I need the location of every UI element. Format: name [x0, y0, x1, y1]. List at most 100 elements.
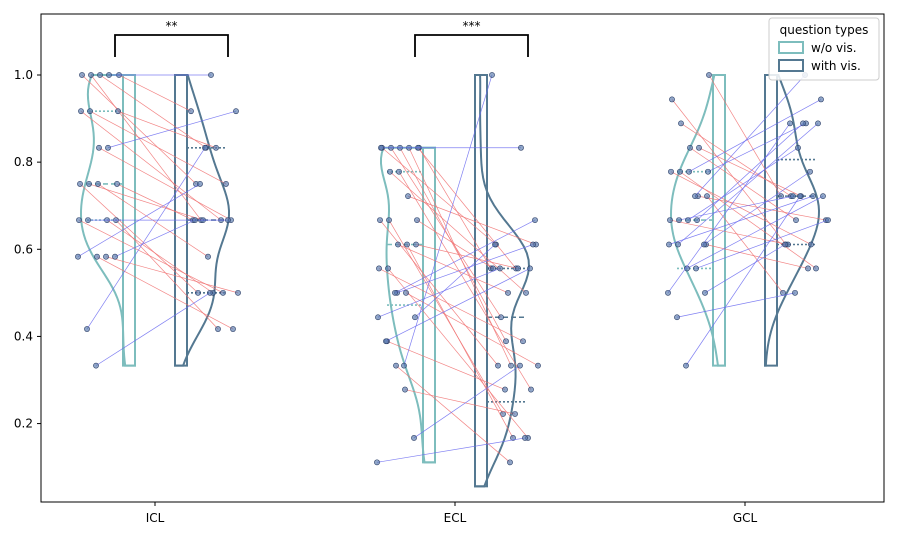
data-point-with-vis	[532, 217, 538, 223]
data-point-with-vis	[507, 459, 513, 466]
data-point-wo-vis	[674, 314, 680, 321]
paired-line	[81, 74, 197, 185]
paired-line	[398, 171, 532, 390]
paired-line	[395, 365, 511, 463]
data-point-wo-vis	[105, 144, 111, 151]
data-point-with-vis	[505, 289, 511, 296]
paired-line	[685, 195, 801, 366]
data-point-wo-vis	[387, 168, 393, 175]
data-point-with-vis	[235, 289, 241, 296]
data-point-wo-vis	[692, 193, 698, 200]
data-point-with-vis	[495, 362, 501, 369]
data-point-with-vis	[498, 314, 504, 321]
paired-line	[669, 219, 789, 245]
data-point-with-vis	[815, 120, 821, 127]
paired-line	[116, 183, 194, 221]
paired-line	[99, 74, 207, 149]
paired-line	[407, 195, 537, 245]
data-point-with-vis	[530, 241, 536, 248]
paired-line	[667, 123, 791, 294]
paired-line	[377, 268, 501, 318]
data-point-wo-vis	[701, 241, 707, 248]
data-point-wo-vis	[687, 144, 693, 151]
paired-line	[406, 244, 514, 439]
data-point-wo-vis	[685, 217, 691, 223]
data-point-with-vis	[793, 217, 799, 223]
paired-line	[706, 195, 784, 294]
paired-line	[668, 195, 814, 245]
paired-line	[687, 147, 799, 221]
y-tick-label: 0.6	[14, 242, 33, 256]
data-point-wo-vis	[705, 168, 711, 175]
data-point-wo-vis	[386, 217, 392, 223]
data-point-wo-vis	[385, 265, 391, 272]
data-point-wo-vis	[375, 314, 381, 321]
data-point-with-vis	[518, 144, 524, 151]
data-point-wo-vis	[88, 72, 94, 78]
data-point-with-vis	[523, 289, 529, 296]
data-point-wo-vis	[667, 217, 673, 223]
data-point-wo-vis	[404, 241, 410, 248]
data-point-with-vis	[807, 168, 813, 175]
paired-line	[89, 110, 227, 185]
paired-line	[418, 147, 492, 269]
paired-line	[676, 292, 796, 318]
data-point-wo-vis	[702, 289, 708, 296]
paired-line	[86, 147, 206, 330]
paired-line	[385, 268, 531, 342]
data-point-wo-vis	[383, 338, 389, 345]
paired-line	[387, 268, 529, 439]
y-tick-label: 0.8	[14, 155, 33, 169]
paired-line	[688, 99, 822, 173]
paired-line	[107, 110, 237, 149]
data-point-wo-vis	[84, 326, 90, 332]
data-point-with-vis	[207, 289, 213, 296]
paired-line	[708, 74, 782, 197]
data-point-with-vis	[230, 326, 236, 332]
data-point-with-vis	[520, 338, 526, 345]
data-point-wo-vis	[112, 253, 118, 260]
legend-label-wo-vis: w/o vis.	[811, 41, 857, 55]
data-point-with-vis	[797, 193, 803, 200]
data-point-wo-vis	[374, 459, 380, 466]
data-point-with-vis	[489, 72, 495, 78]
data-point-with-vis	[233, 108, 239, 115]
paired-line	[118, 74, 192, 112]
paired-line	[105, 256, 239, 294]
data-point-with-vis	[787, 120, 793, 127]
x-tick-label: GCL	[733, 511, 758, 525]
data-point-with-vis	[792, 289, 798, 296]
paired-line	[704, 244, 786, 294]
y-tick-label: 0.4	[14, 329, 33, 343]
data-point-with-vis	[197, 181, 203, 187]
paired-line	[88, 183, 204, 221]
violin-wo-vis-ecl	[379, 146, 436, 464]
y-tick-label: 0.2	[14, 417, 33, 431]
data-point-wo-vis	[694, 217, 700, 223]
paired-line	[388, 219, 504, 415]
data-point-with-vis	[215, 326, 221, 332]
paired-line	[696, 123, 804, 221]
paired-line	[408, 147, 512, 366]
paired-line	[381, 147, 497, 245]
data-point-wo-vis	[115, 108, 121, 115]
data-point-wo-vis	[87, 108, 93, 115]
data-point-with-vis	[528, 386, 534, 393]
data-point-wo-vis	[686, 168, 692, 175]
data-point-wo-vis	[378, 144, 384, 151]
paired-line	[77, 183, 201, 257]
paired-line	[394, 219, 536, 294]
data-point-wo-vis	[669, 96, 675, 103]
data-point-wo-vis	[665, 289, 671, 296]
paired-line	[678, 195, 794, 221]
data-point-wo-vis	[666, 241, 672, 248]
data-point-with-vis	[202, 144, 208, 151]
data-point-wo-vis	[93, 362, 99, 369]
paired-line	[705, 244, 809, 269]
violin-with-vis-ecl	[474, 74, 531, 488]
range-box-with-vis-ecl	[474, 74, 488, 488]
paired-line	[117, 110, 217, 149]
data-point-wo-vis	[414, 217, 420, 223]
data-point-wo-vis	[393, 362, 399, 369]
